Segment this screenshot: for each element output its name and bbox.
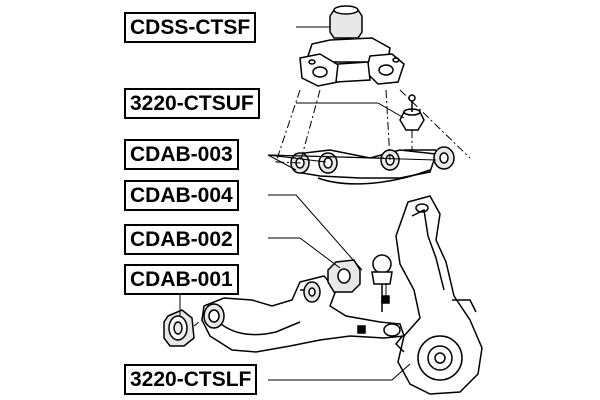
assembly-axes [275, 89, 471, 164]
part-label-lower-arm-rear-bushing: CDAB-004 [124, 180, 239, 211]
upper-ball-joint [399, 94, 425, 131]
part-label-upper-ball-joint: 3220-CTSUF [124, 88, 260, 119]
part-label-top-mount: CDSS-CTSF [124, 12, 257, 43]
leader-lines [179, 26, 437, 381]
lower-control-arm [201, 275, 406, 353]
steering-knuckle [394, 195, 483, 395]
pointer-markers [357, 295, 390, 334]
lower-ball-joint [371, 254, 393, 312]
part-label-upper-arm-bushing: CDAB-003 [124, 139, 239, 170]
loose-bushing [163, 309, 205, 347]
part-label-lower-ball-joint: 3220-CTSLF [124, 364, 258, 395]
shock-tower-mount [299, 37, 405, 87]
part-label-lower-arm-bushing: CDAB-001 [124, 264, 239, 295]
part-label-lower-arm-front-bushing: CDAB-002 [124, 224, 239, 255]
lower-arm-rear-bushing [327, 259, 361, 293]
upper-control-arm [290, 146, 455, 185]
